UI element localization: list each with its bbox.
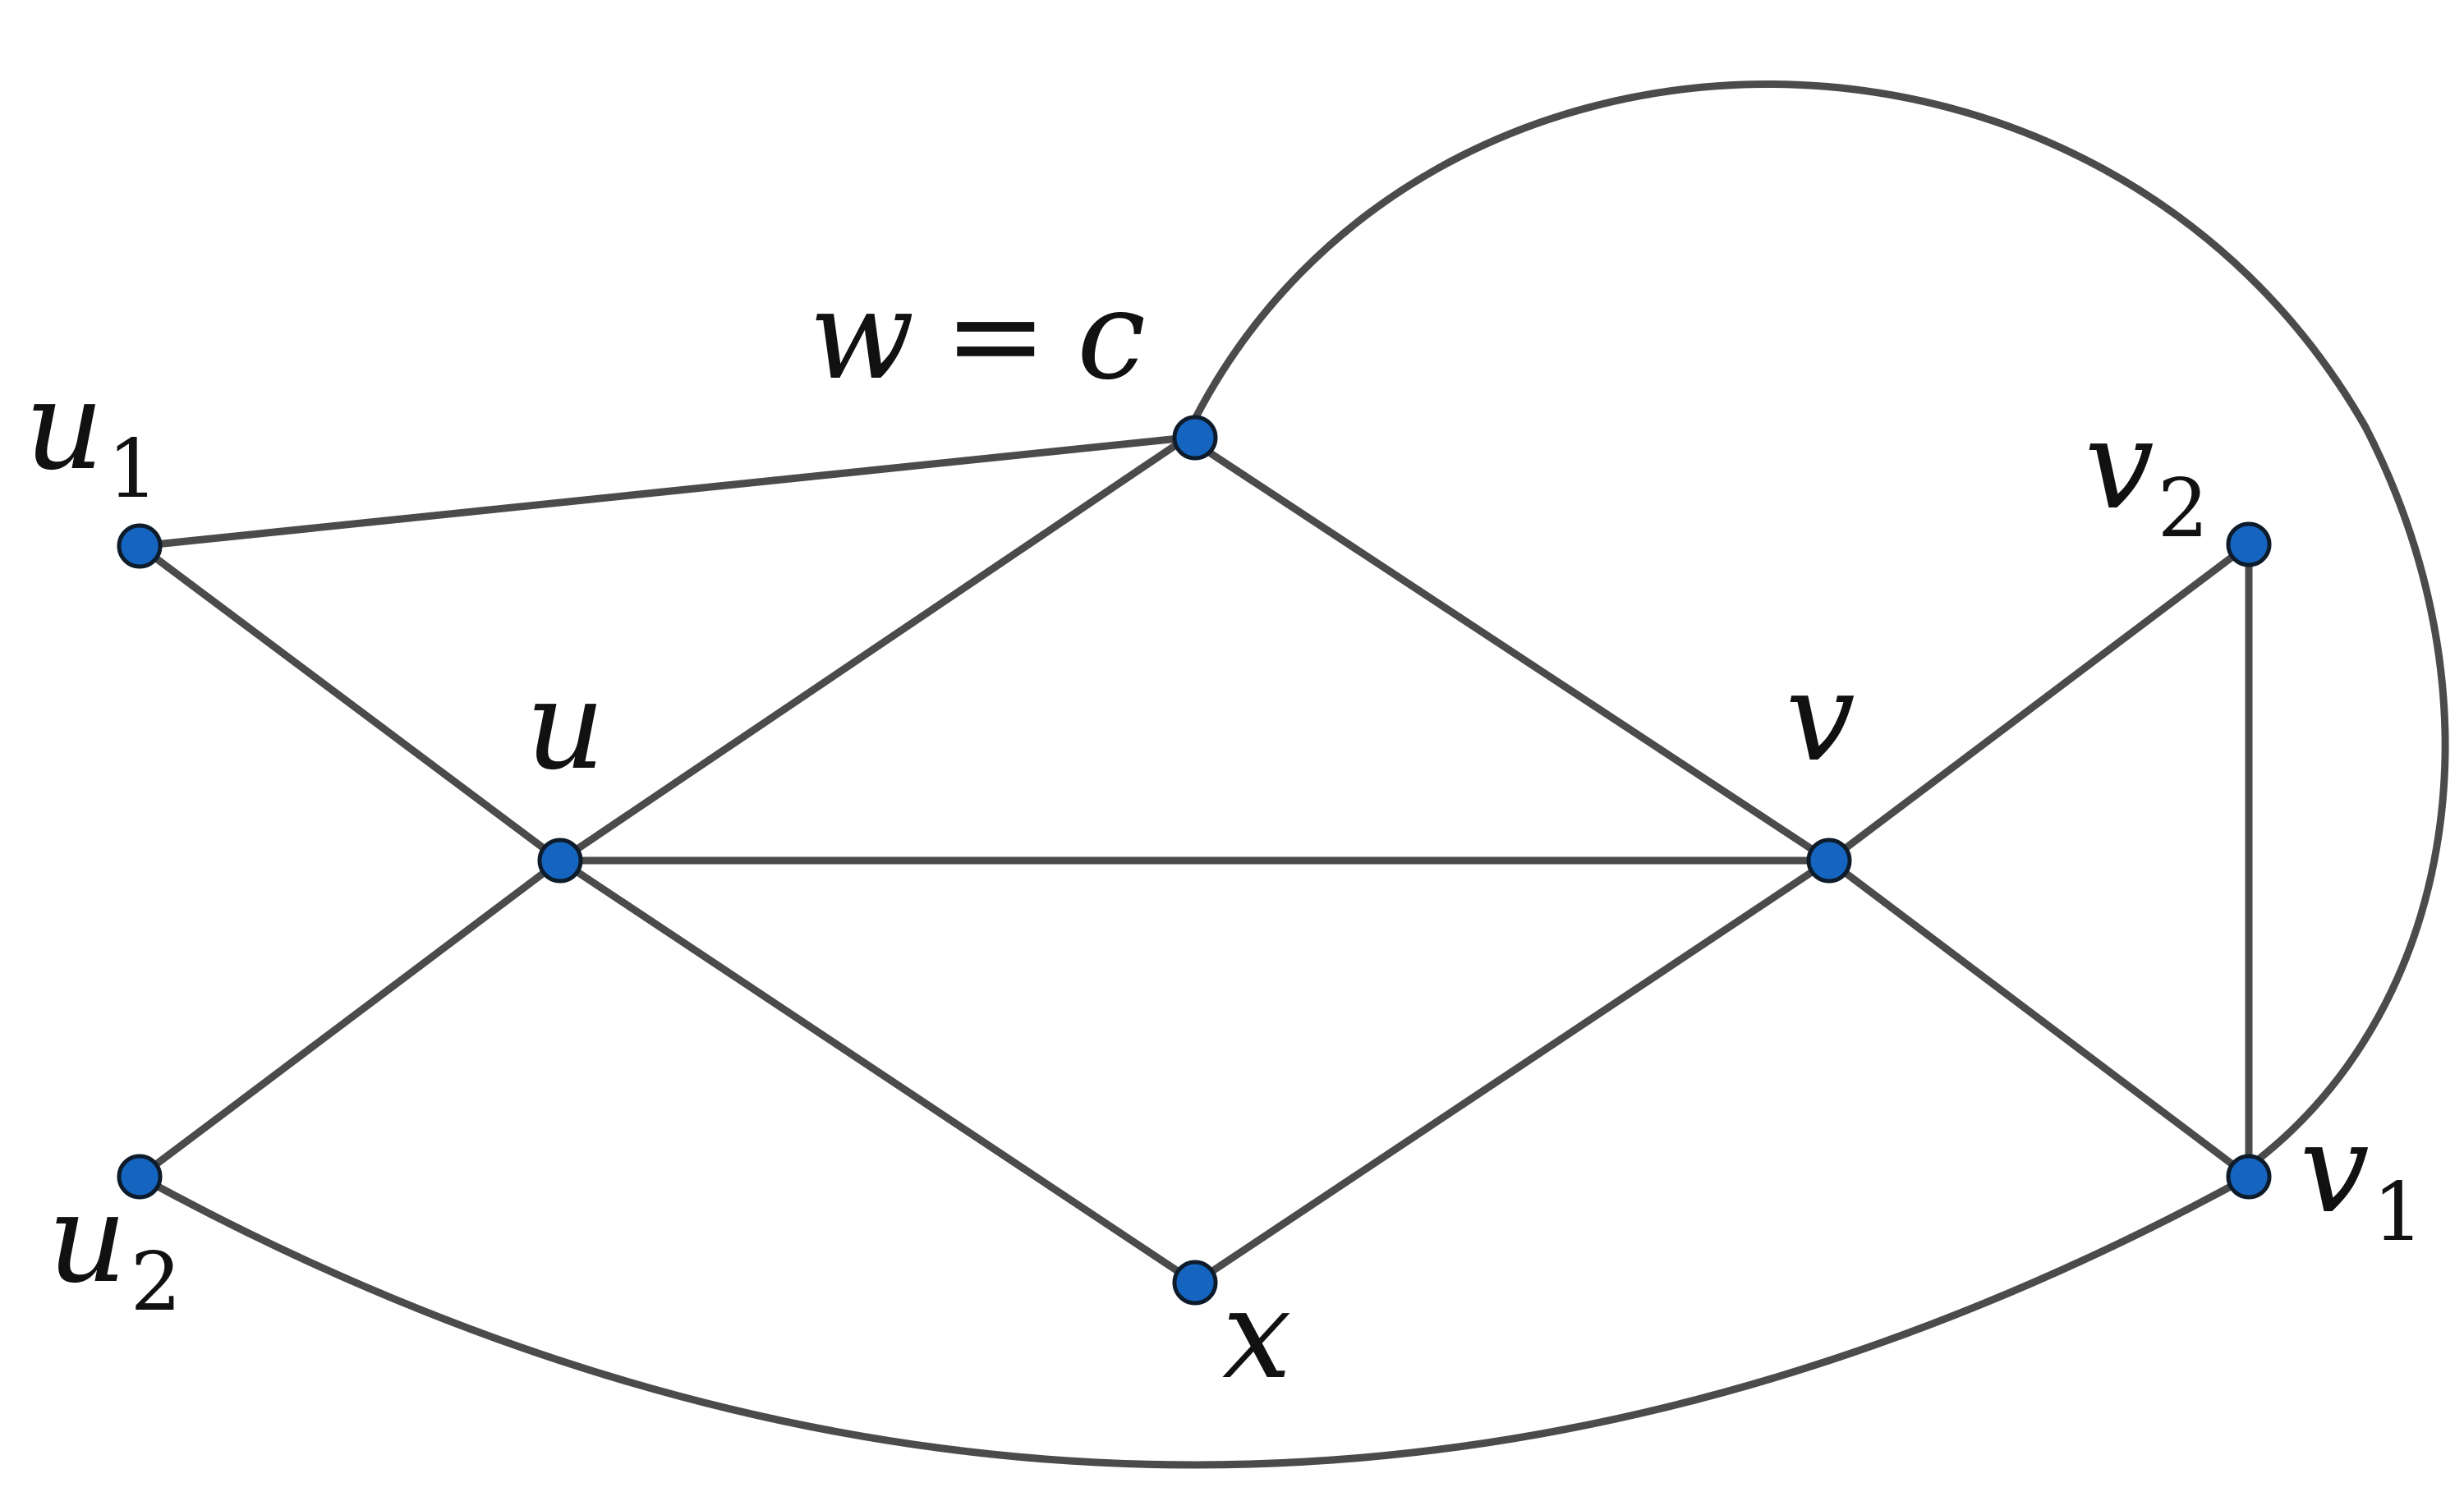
nodes <box>117 415 2272 1306</box>
node-v <box>1806 838 1852 884</box>
node-w <box>1172 415 1218 461</box>
labels: u1 u u2 w=c x v v2 v1 <box>25 264 2424 1407</box>
label-v2: v2 <box>2085 394 2209 556</box>
edge-v-v2 <box>1825 540 2253 865</box>
node-u2 <box>117 1154 163 1200</box>
node-v2 <box>2226 521 2272 567</box>
label-v: v <box>1786 646 1855 789</box>
edge-u1-w <box>136 434 1191 550</box>
edge-u-w <box>556 434 1191 865</box>
edge-u-u2 <box>136 856 564 1181</box>
edge-u1-u <box>136 542 564 865</box>
edge-u-x <box>556 856 1199 1287</box>
edge-w-v <box>1183 434 1833 865</box>
edge-v-v1 <box>1825 856 2253 1181</box>
label-u: u <box>526 654 605 797</box>
label-w-equals-c: w=c <box>809 264 1146 407</box>
edge-u2-v1-arc <box>136 1173 2253 1469</box>
node-x <box>1172 1260 1218 1306</box>
label-u2: u2 <box>48 1168 182 1329</box>
label-x: x <box>1222 1264 1292 1407</box>
node-v1 <box>2226 1154 2272 1200</box>
node-u <box>537 838 583 884</box>
edge-w-v1-arc <box>1191 80 2449 1162</box>
edges <box>136 80 2449 1469</box>
label-v1: v1 <box>2300 1098 2424 1260</box>
node-u1 <box>117 523 163 569</box>
edge-x-v <box>1191 856 1833 1287</box>
label-u1: u1 <box>25 355 159 516</box>
